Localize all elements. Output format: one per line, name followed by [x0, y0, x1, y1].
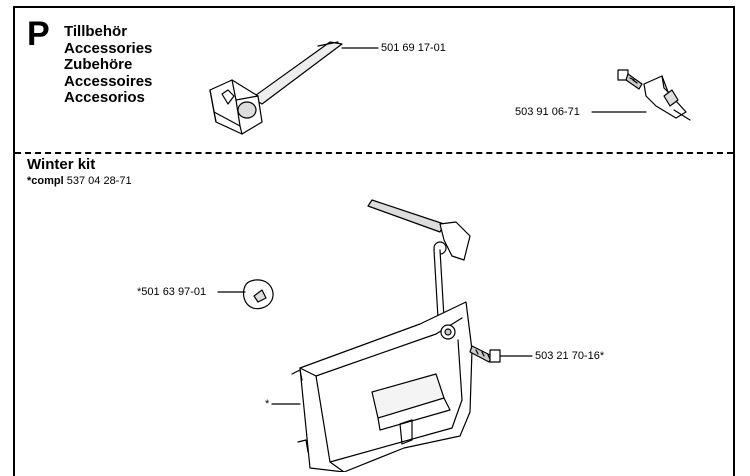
part-label-plug[interactable]: *501 63 97-01: [137, 286, 207, 298]
diagram-frame: [13, 6, 735, 476]
winter-kit-title: Winter kit: [27, 156, 96, 173]
part-label-cover[interactable]: *: [265, 398, 270, 410]
combination-spanner-drawing: [209, 41, 343, 135]
compl-number: 537 04 28-71: [66, 175, 132, 187]
part-label-combination-spanner[interactable]: 501 69 17-01: [381, 42, 446, 54]
section-titles: Tillbehör Accessories Zubehöre Accessoir…: [64, 23, 153, 107]
section-divider: [15, 152, 733, 154]
winter-kit-compl: *compl 537 04 28-71: [27, 175, 132, 187]
winter-cover-drawing: [291, 301, 473, 472]
bracket-screw-drawing: [617, 69, 643, 90]
compl-prefix: *compl: [27, 175, 64, 187]
title-english: Accessories: [64, 39, 153, 57]
plug-drawing: [242, 279, 274, 310]
title-french: Accessoires: [64, 72, 153, 90]
section-letter: P: [27, 15, 50, 53]
title-swedish: Tillbehör: [64, 23, 128, 40]
part-label-cover-screw[interactable]: 503 21 70-16*: [535, 350, 605, 362]
title-spanish: Accesorios: [64, 89, 145, 106]
part-label-bracket-screw[interactable]: 503 91 06-71: [515, 106, 580, 118]
cover-screw-drawing: [469, 345, 501, 363]
title-german: Zubehöre: [64, 56, 133, 73]
bracket-drawing: [643, 75, 687, 119]
leader-bracket-tip: [673, 109, 691, 121]
